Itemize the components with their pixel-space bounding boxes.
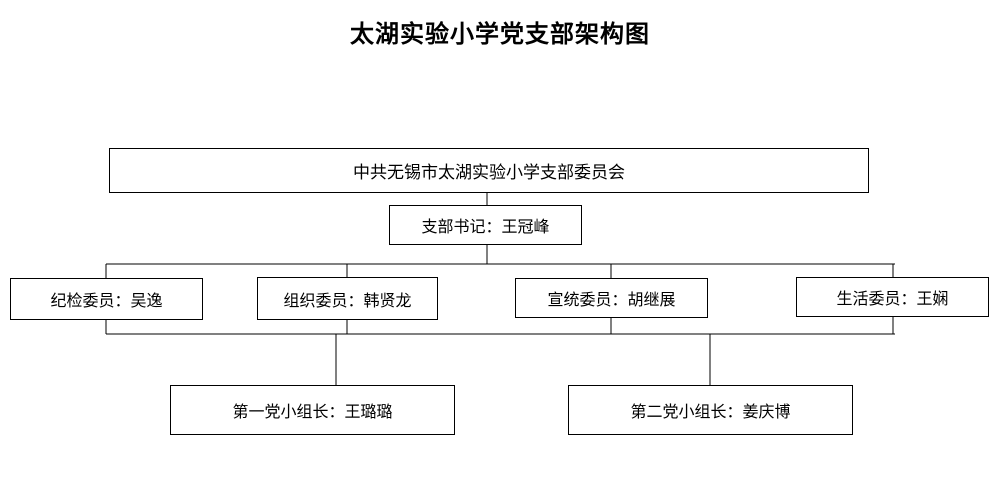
committee-box: 中共无锡市太湖实验小学支部委员会 <box>109 148 869 193</box>
propaganda-member-box: 宣统委员：胡继展 <box>515 278 708 318</box>
committee-label: 中共无锡市太湖实验小学支部委员会 <box>353 163 625 183</box>
second-group-leader-label: 第二党小组长：姜庆博 <box>630 402 791 421</box>
life-member-label: 生活委员：王娴 <box>836 289 949 308</box>
discipline-member-box: 纪检委员：吴逸 <box>10 278 203 320</box>
secretary-box: 支部书记：王冠峰 <box>389 205 582 245</box>
second-group-leader-box: 第二党小组长：姜庆博 <box>568 385 853 435</box>
organization-member-box: 组织委员：韩贤龙 <box>257 277 438 320</box>
secretary-label: 支部书记：王冠峰 <box>421 217 550 236</box>
discipline-member-label: 纪检委员：吴逸 <box>50 291 163 310</box>
chart-title: 太湖实验小学党支部架构图 <box>350 19 650 48</box>
life-member-box: 生活委员：王娴 <box>796 277 989 317</box>
organization-member-label: 组织委员：韩贤龙 <box>283 290 412 310</box>
propaganda-member-label: 宣统委员：胡继展 <box>547 290 676 309</box>
first-group-leader-label: 第一党小组长：王璐璐 <box>232 402 393 421</box>
first-group-leader-box: 第一党小组长：王璐璐 <box>170 385 455 435</box>
